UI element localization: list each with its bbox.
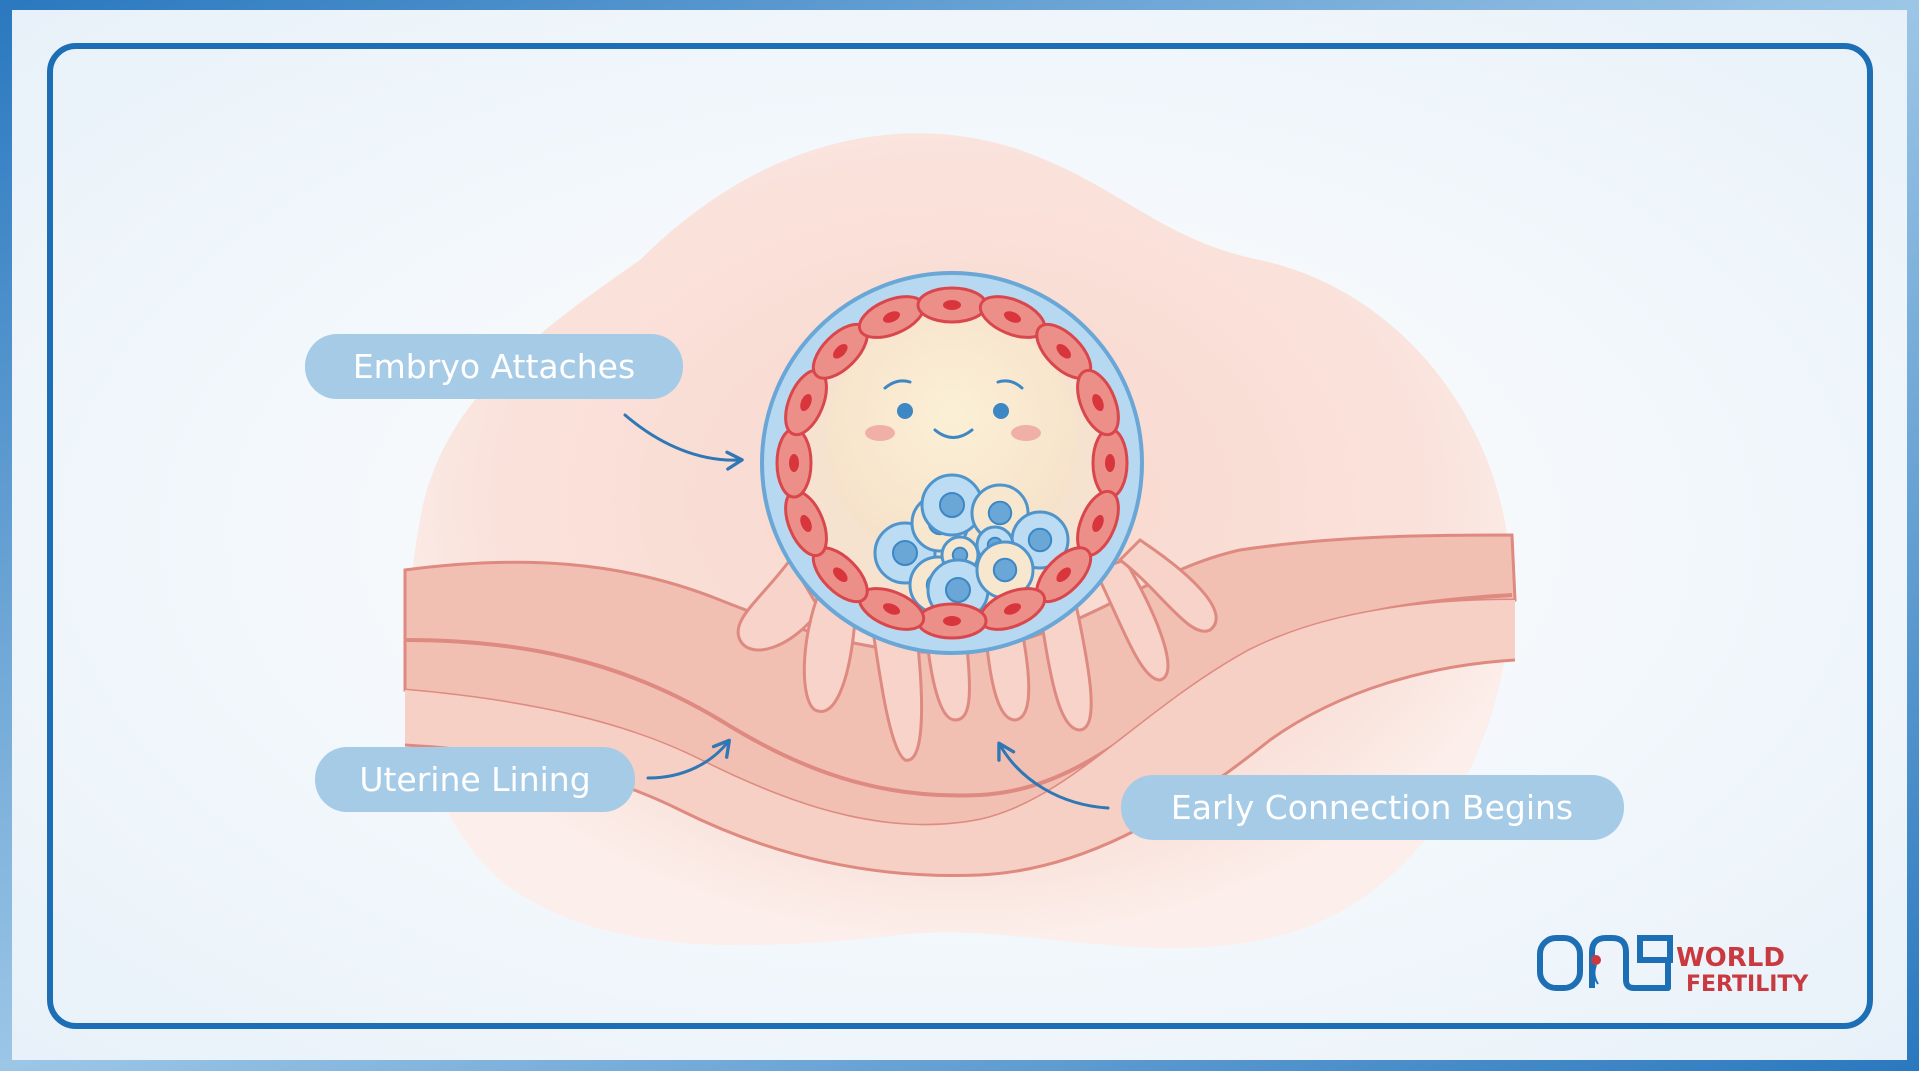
arrow-early-connection [997, 741, 1110, 810]
trophoblast-ring [775, 286, 1129, 640]
label-text: Uterine Lining [359, 760, 590, 799]
logo-word-fertility: FERTILITY [1686, 972, 1809, 997]
label-early-connection: Early Connection Begins [1121, 775, 1624, 840]
label-text: Early Connection Begins [1171, 788, 1573, 827]
trophoblast-cell [784, 368, 828, 437]
frame [47, 43, 1873, 1029]
trophoblast-cell [1091, 427, 1129, 499]
trophoblast-cell [1076, 368, 1120, 437]
smiley-face [865, 379, 1041, 441]
trophoblast-cell [784, 489, 828, 558]
inner-cell-mass [873, 473, 1070, 622]
label-text: Embryo Attaches [353, 347, 635, 386]
trophoblast-cell [916, 602, 988, 640]
embryo-blastocyst [760, 271, 1144, 655]
trophoblast-cell [916, 286, 988, 324]
trophoblast-cell [775, 427, 813, 499]
label-uterine-lining: Uterine Lining [315, 747, 635, 812]
trophoblast-cell [857, 295, 926, 339]
inner-cell [920, 473, 984, 537]
arrow-uterine-lining [646, 738, 731, 780]
trophoblast-cell [1076, 489, 1120, 558]
label-embryo-attaches: Embryo Attaches [305, 334, 683, 399]
arrow-embryo-attaches [623, 413, 744, 471]
logo-word-world: WORLD [1676, 943, 1785, 973]
one-world-fertility-logo: WORLD FERTILITY [1537, 935, 1809, 997]
